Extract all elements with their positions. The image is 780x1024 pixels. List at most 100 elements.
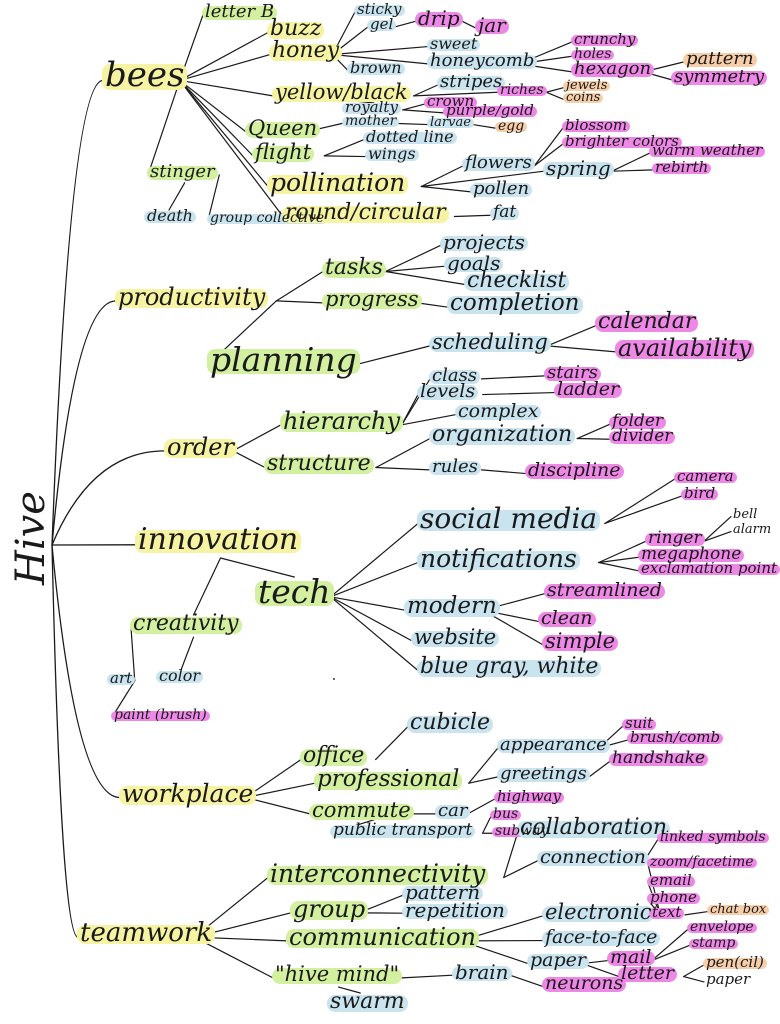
- highlight-yellow: [164, 439, 237, 458]
- connector-root-productivity: [51, 300, 117, 546]
- connector-stairs: [480, 375, 546, 380]
- node-letter: letter: [618, 964, 677, 983]
- highlight-green: [245, 121, 321, 138]
- connector-root-order: [51, 450, 166, 546]
- node-label: projects: [443, 230, 525, 254]
- node-label: scheduling: [432, 330, 548, 354]
- node-subway: subway: [492, 824, 552, 838]
- highlight-green: [252, 145, 315, 162]
- highlight-blue: [462, 157, 535, 171]
- node-label: ladder: [557, 378, 620, 400]
- node-label: availability: [618, 334, 752, 362]
- node-label: class: [432, 365, 478, 386]
- connector-jewels: [545, 86, 565, 93]
- highlight-blue: [542, 931, 661, 946]
- connector-art: [130, 626, 136, 682]
- node-label: fat: [493, 202, 517, 222]
- node-label: mother: [345, 113, 397, 129]
- node-label: public transport: [333, 820, 473, 840]
- node-simple: simple: [542, 631, 618, 652]
- node-label: crunchy: [574, 30, 636, 48]
- highlight-pink: [671, 71, 768, 85]
- node-label: brown: [350, 58, 402, 77]
- node-availability: availability: [615, 334, 755, 362]
- node-label: brain: [455, 960, 509, 984]
- node-rules: rules: [429, 458, 481, 476]
- highlight-blue: [543, 161, 614, 177]
- connector-collaboration: [503, 830, 519, 879]
- highlight-pink: [607, 951, 655, 966]
- connector-divider: [576, 437, 611, 440]
- connector-root-bees: [51, 79, 104, 546]
- highlight-pink: [687, 922, 757, 934]
- node-label: pen(cil): [706, 953, 764, 971]
- highlight-blue: [497, 768, 590, 782]
- node-egg: egg: [495, 119, 528, 133]
- highlight-pink: [652, 162, 712, 175]
- highlight-blue: [435, 805, 471, 819]
- node-label: commute: [312, 798, 411, 822]
- connector-cubicle: [375, 725, 409, 761]
- connector-checklist: [384, 270, 466, 286]
- highlight-pink: [595, 314, 699, 332]
- highlight-pink: [649, 145, 766, 158]
- connector-progress: [275, 300, 324, 304]
- node-order: order: [164, 435, 237, 459]
- node-bus: bus: [490, 807, 522, 821]
- connector-connection: [503, 859, 539, 879]
- node-label: color: [159, 666, 200, 685]
- node-label: brush/comb: [630, 728, 721, 746]
- connector-bus: [482, 815, 492, 834]
- highlight-blue: [429, 370, 481, 384]
- connector-complex: [401, 413, 457, 426]
- node-label: levels: [420, 380, 476, 402]
- node-label: creativity: [133, 611, 239, 636]
- node-email: email: [647, 873, 695, 888]
- connector-exclamation-point: [598, 561, 640, 572]
- highlight-pink: [111, 710, 210, 722]
- connector-bell: [703, 515, 732, 542]
- connector-calendar: [546, 324, 597, 347]
- connector-notifications: [330, 561, 419, 598]
- connector-megaphone: [598, 556, 640, 564]
- node-label: face-to-face: [545, 926, 658, 948]
- node-appearance: appearance: [497, 736, 610, 754]
- highlight-pink: [562, 136, 682, 149]
- highlight-blue: [527, 954, 589, 969]
- highlight-green: [290, 901, 369, 920]
- node-fat: fat: [490, 202, 520, 222]
- node-label: death: [147, 206, 193, 225]
- node-label: stamp: [692, 935, 736, 951]
- highlight-pink: [627, 732, 724, 745]
- node-label: brighter colors: [565, 132, 679, 150]
- highlight-blue: [417, 385, 479, 400]
- node-mail: mail: [607, 946, 655, 968]
- highlight-blue: [429, 461, 481, 475]
- node-dotted-line: dotted line: [363, 129, 457, 145]
- node-label: mail: [610, 946, 652, 968]
- highlight-blue: [354, 4, 405, 17]
- node-royalty: royalty: [342, 100, 401, 115]
- node-label: sweet: [430, 34, 478, 53]
- node-label: linked symbols: [660, 829, 766, 845]
- node-label: warm weather: [652, 141, 763, 159]
- node-flowers: flowers: [462, 154, 535, 172]
- node-teamwork: teamwork: [77, 920, 216, 946]
- highlight-pink: [475, 18, 509, 34]
- highlight-pink: [649, 907, 685, 920]
- node-label: paint (brush): [114, 707, 207, 723]
- node-folder: folder: [609, 413, 667, 430]
- highlight-blue: [367, 19, 397, 32]
- node-brain: brain: [452, 960, 512, 984]
- node-label: sticky: [357, 0, 402, 18]
- node-pollination: pollination: [267, 170, 409, 195]
- node-stinger: stinger: [147, 163, 218, 181]
- node-label: suit: [625, 714, 654, 732]
- node-structure: structure: [264, 453, 374, 475]
- node-larvae: larvae: [427, 116, 474, 129]
- connector-swarm: [337, 986, 361, 994]
- node-group-collective: group collective: [207, 211, 328, 225]
- highlight-blue: [427, 38, 481, 52]
- node-yellow-black: yellow/black: [272, 82, 411, 103]
- node-goals: goals: [444, 253, 504, 273]
